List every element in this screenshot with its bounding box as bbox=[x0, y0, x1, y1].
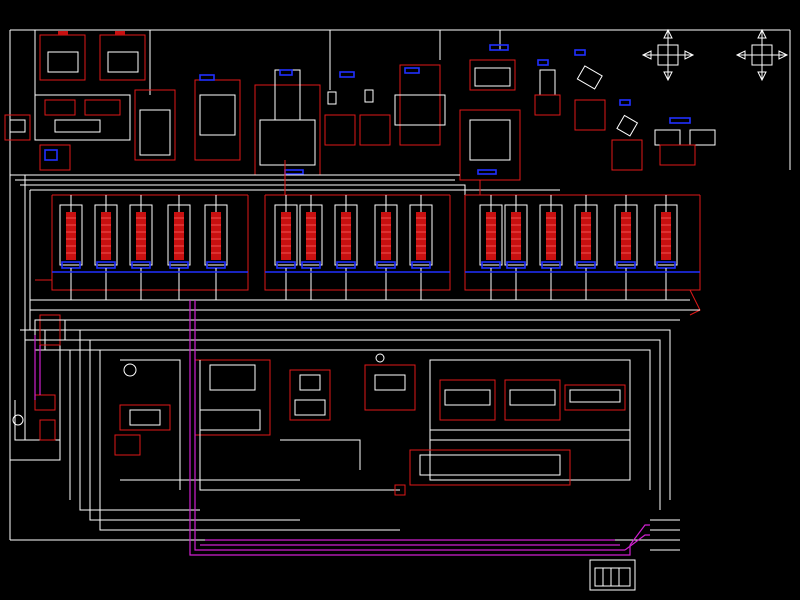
hydraulic-cylinder bbox=[539, 195, 563, 300]
hydraulic-cylinder bbox=[59, 195, 83, 300]
lower-manifold-bus bbox=[20, 271, 701, 510]
lower-right-manifold bbox=[394, 359, 631, 496]
lower-middle-assemblies bbox=[114, 353, 416, 491]
hydraulic-cylinder bbox=[479, 195, 503, 300]
top-left-valve-blocks bbox=[4, 31, 176, 171]
hydraulic-cylinder bbox=[299, 195, 323, 300]
hydraulic-cylinder bbox=[374, 195, 398, 300]
feed-lines bbox=[10, 160, 701, 291]
direction-legend-right bbox=[735, 28, 789, 82]
hydraulic-cylinder bbox=[274, 195, 298, 300]
top-right-valve-stacks bbox=[394, 44, 716, 181]
signal-lines bbox=[189, 300, 680, 556]
hydraulic-cylinder bbox=[94, 195, 118, 300]
direction-legend-left bbox=[641, 28, 695, 82]
hydraulic-cylinder bbox=[204, 195, 228, 300]
cylinder-bank bbox=[59, 195, 678, 300]
hydraulic-cylinder bbox=[334, 195, 358, 300]
top-middle-valve-stacks bbox=[194, 69, 391, 176]
bottom-connector bbox=[589, 559, 636, 591]
left-bottom-control bbox=[12, 335, 56, 441]
hydraulic-cylinder bbox=[504, 195, 528, 300]
hydraulic-cylinder bbox=[574, 195, 598, 300]
hydraulic-cylinder bbox=[129, 195, 153, 300]
hydraulic-cylinder bbox=[409, 195, 433, 300]
hydraulic-cylinder bbox=[167, 195, 191, 300]
hydraulic-cylinder bbox=[614, 195, 638, 300]
hydraulic-cylinder bbox=[654, 195, 678, 300]
